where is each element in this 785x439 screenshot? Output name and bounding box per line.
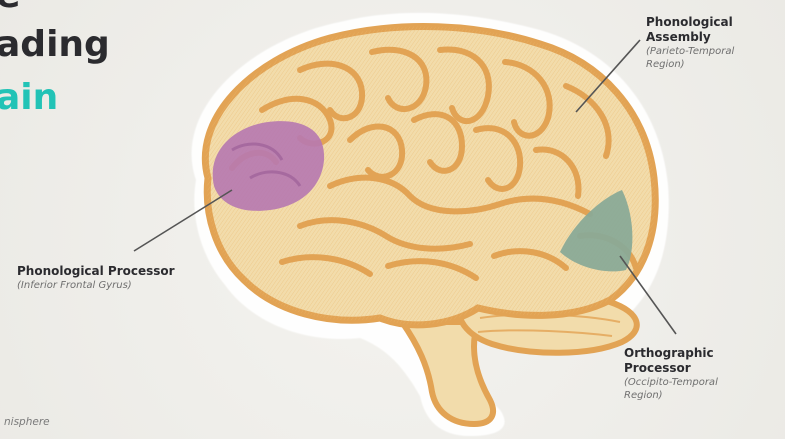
processor-location: (Inferior Frontal Gyrus) bbox=[17, 279, 175, 292]
ortho-name-line2: Processor bbox=[624, 361, 718, 376]
label-phonological-processor: Phonological Processor (Inferior Frontal… bbox=[17, 264, 175, 292]
assembly-location-line1: (Parieto-Temporal bbox=[646, 45, 734, 58]
assembly-name-line1: Phonological bbox=[646, 15, 734, 30]
ortho-name-line1: Orthographic bbox=[624, 346, 718, 361]
label-orthographic-processor: Orthographic Processor (Occipito-Tempora… bbox=[624, 346, 718, 402]
assembly-name-line2: Assembly bbox=[646, 30, 734, 45]
caption-hemisphere: nisphere bbox=[4, 416, 50, 428]
processor-name: Phonological Processor bbox=[17, 264, 175, 279]
ortho-location-line2: Region) bbox=[624, 389, 718, 402]
ortho-location-line1: (Occipito-Temporal bbox=[624, 376, 718, 389]
assembly-location-line2: Region) bbox=[646, 58, 734, 71]
label-phonological-assembly: Phonological Assembly (Parieto-Temporal … bbox=[646, 15, 734, 71]
